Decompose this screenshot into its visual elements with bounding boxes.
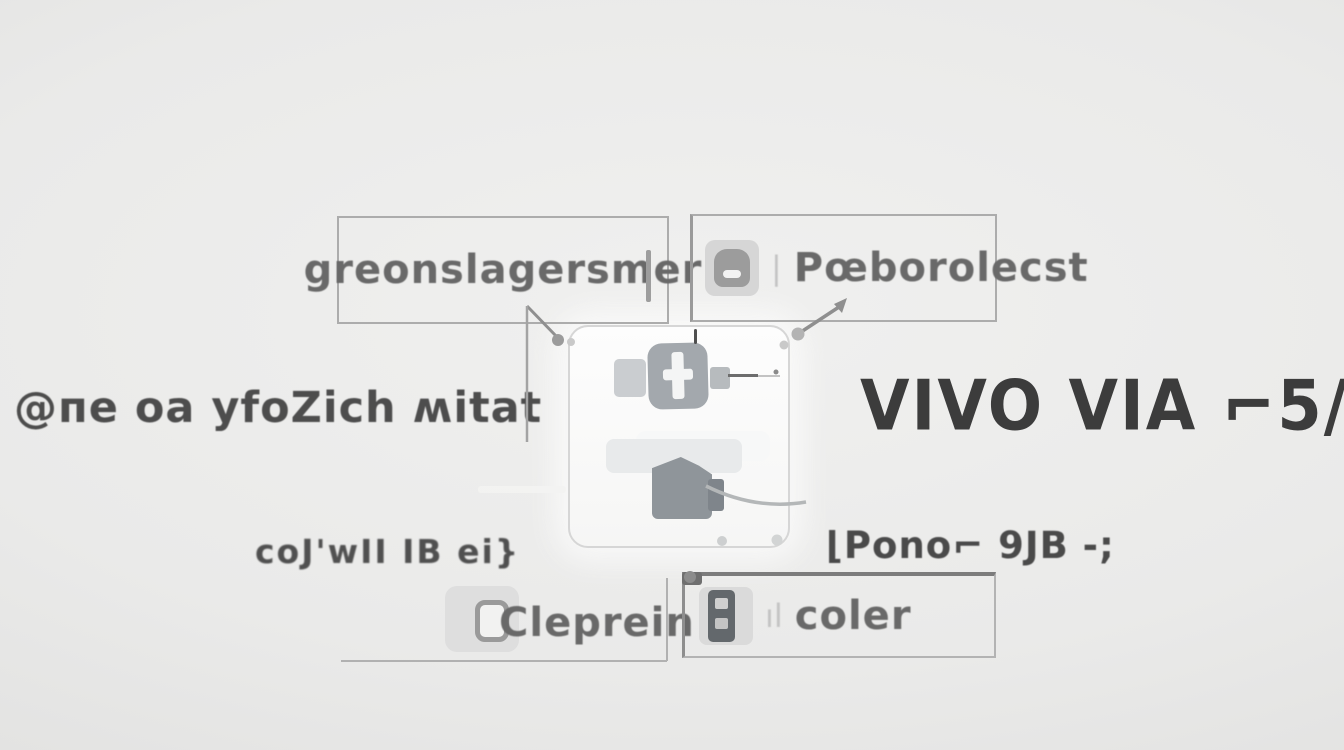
left-feature-text: @пe oa yfoZich ʍitat <box>14 383 543 433</box>
callout-box-bottom-right: ıl coler <box>682 572 996 658</box>
callout-box-top-left: greonslagersmer <box>304 216 701 324</box>
adapter-pin <box>694 329 697 344</box>
phone-body <box>708 590 735 642</box>
lens-icon <box>705 240 759 296</box>
power-adapter <box>647 342 709 410</box>
tick-mark: ıl <box>765 597 783 635</box>
callout-box-top-right: | Pœborolecst <box>690 214 1088 322</box>
phone-screen-bottom <box>715 618 728 629</box>
charger-port-block <box>708 479 724 511</box>
callout-label-bottom-center: Cleprein <box>499 600 695 646</box>
stray-glyph-mark <box>646 250 651 302</box>
brand-text: VIVO VIA ⌐5/ <box>860 367 1344 447</box>
lens-dash <box>723 270 741 278</box>
connector-nub <box>710 367 730 389</box>
connector-dot <box>552 334 564 346</box>
phone-screen-top <box>715 598 728 609</box>
highlight-streak <box>478 486 566 493</box>
phone-icon <box>699 587 753 645</box>
frame-icon <box>445 586 519 652</box>
connector-pin-line-faint <box>758 375 780 377</box>
callout-label-top-right: Pœborolecst <box>793 245 1089 291</box>
lens-inner-shape <box>714 249 750 287</box>
callout-label-bottom-right: coler <box>794 593 912 639</box>
dark-corner-mark <box>682 572 702 585</box>
product-card <box>568 325 790 548</box>
tick-mark: | <box>771 249 782 287</box>
plus-icon <box>662 368 694 381</box>
bottom-right-note: ⌊Pono⌐ 9JB -; <box>826 524 1115 567</box>
frame-inner-shape <box>475 600 509 642</box>
callout-label-top-left: greonslagersmer <box>303 247 703 293</box>
callout-bottom-center: Cleprein <box>445 586 695 652</box>
bottom-left-note: coJ'wII IB ei} <box>255 532 521 571</box>
connector-pin-line <box>728 374 758 377</box>
adapter-attachment <box>614 359 646 397</box>
connector-dot <box>791 327 805 341</box>
